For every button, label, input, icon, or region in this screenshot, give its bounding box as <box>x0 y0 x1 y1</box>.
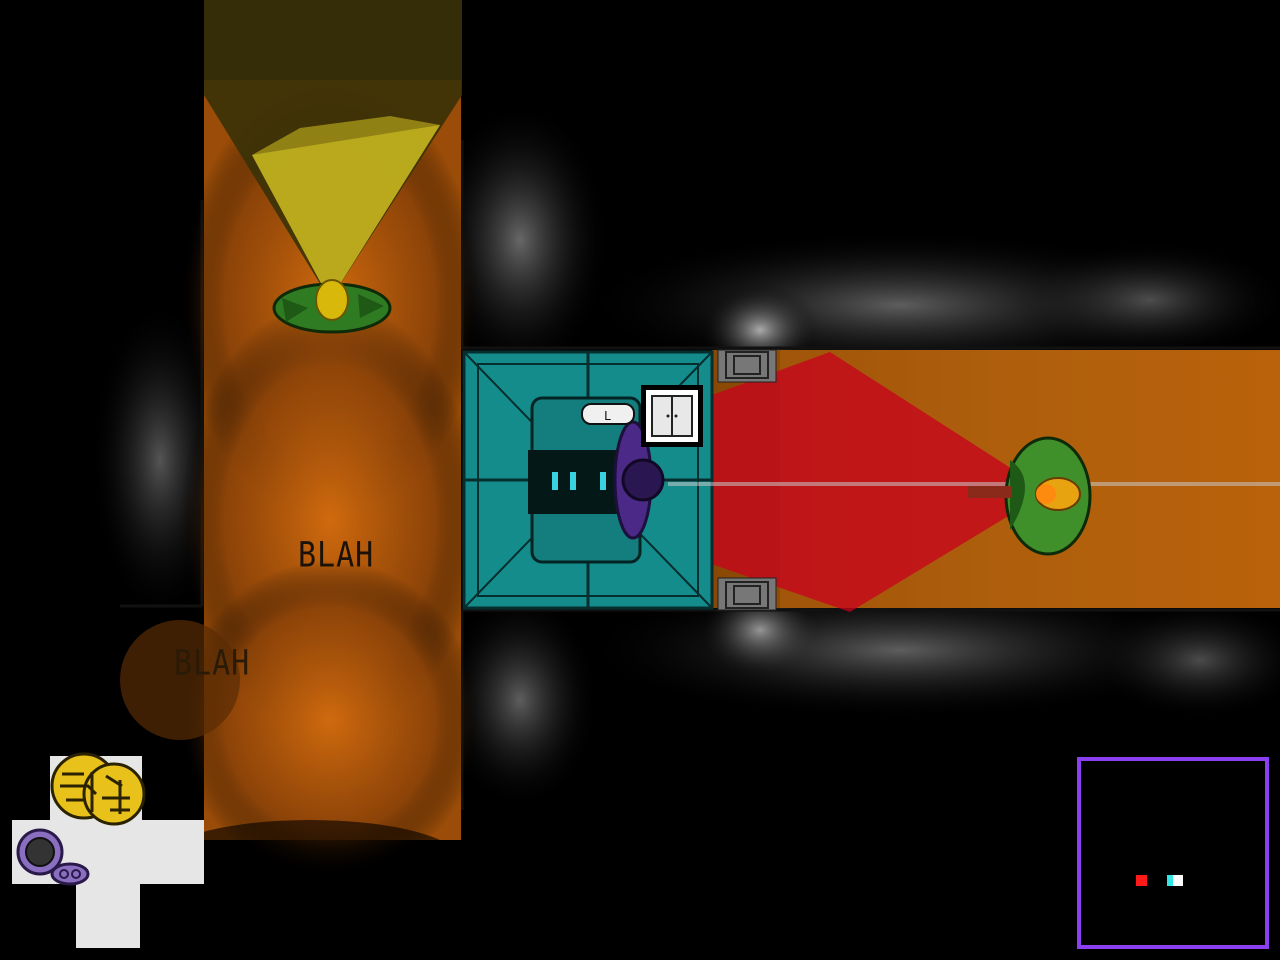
exit-door-icon[interactable] <box>641 385 703 447</box>
wall-fog <box>90 100 1280 810</box>
minimap-player-marker <box>1167 875 1183 886</box>
magnifier-icon[interactable] <box>16 828 90 886</box>
minimap <box>1077 757 1269 949</box>
ability-panel <box>12 752 204 948</box>
floor-graffiti-1: BLAH <box>298 535 375 576</box>
minimap-enemy-marker <box>1136 875 1147 886</box>
brain-icon[interactable] <box>50 752 146 826</box>
floor-graffiti-2: BLAH <box>174 643 251 684</box>
vent-grates <box>717 349 777 611</box>
svg-text:L: L <box>604 409 611 423</box>
guard-right <box>968 436 1092 556</box>
floor-room-left <box>120 80 480 900</box>
guard-vision-cone-idle <box>204 0 462 300</box>
player-character[interactable]: L <box>528 396 665 564</box>
guard-top <box>272 279 392 334</box>
